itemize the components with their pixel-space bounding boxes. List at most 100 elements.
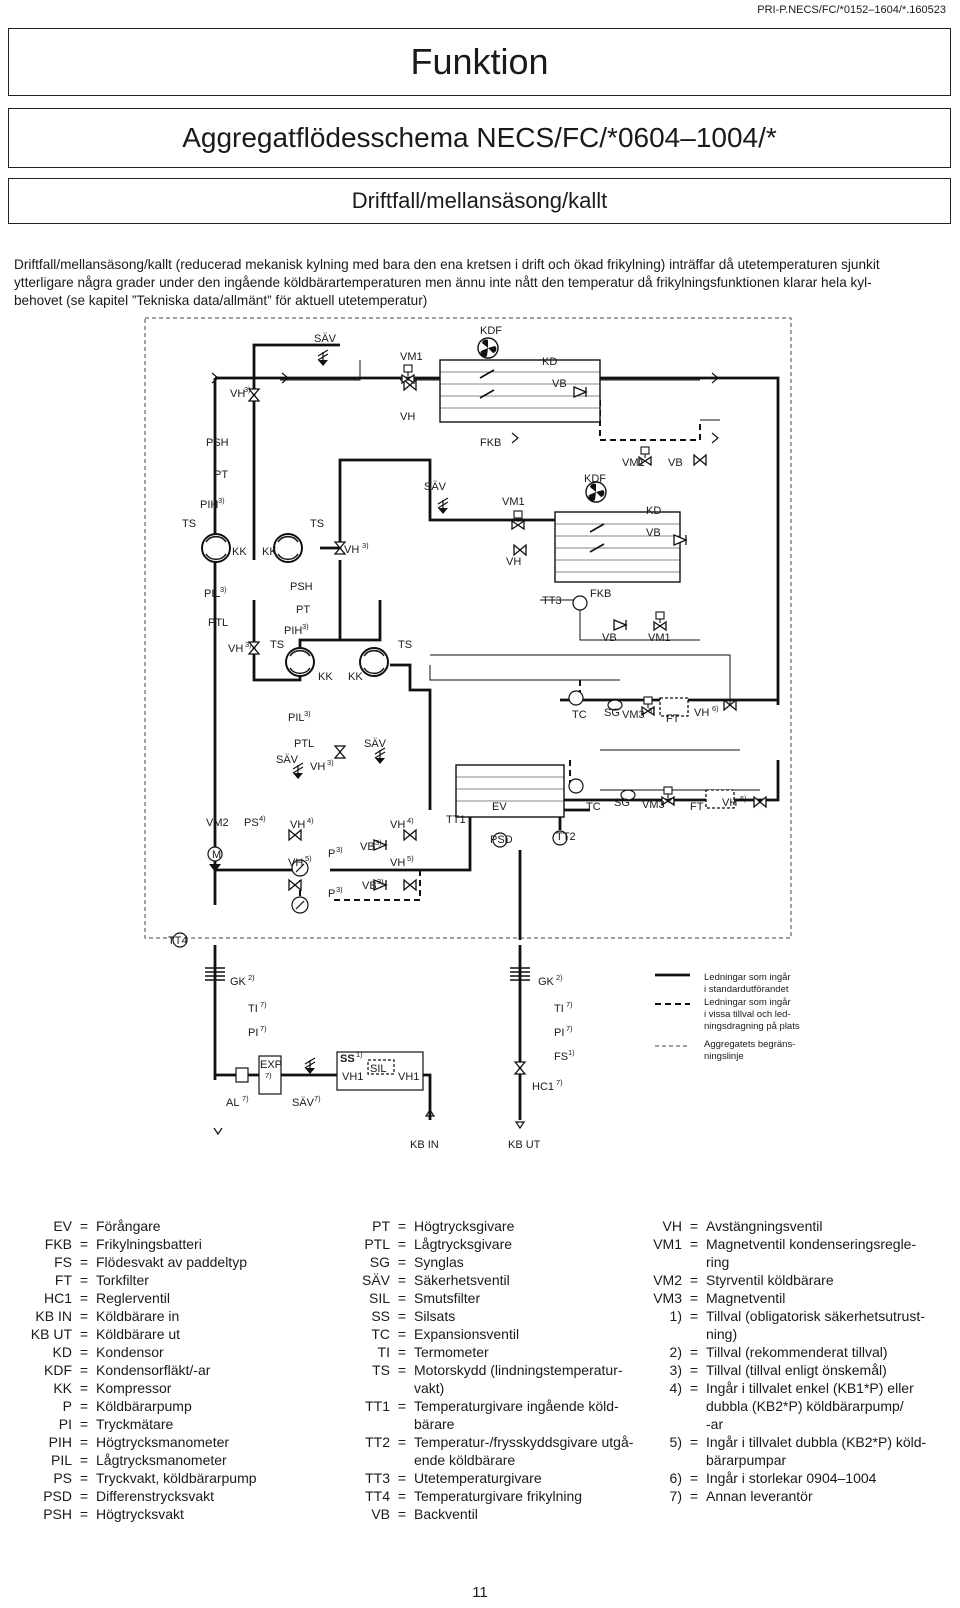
safety-valve-icon bbox=[304, 1057, 316, 1075]
glossary-row: PIH=Högtrycksmanometer bbox=[10, 1433, 316, 1451]
label-vh: VH bbox=[290, 819, 305, 831]
label-gk: GK bbox=[538, 976, 555, 988]
note-1: 1) bbox=[568, 1048, 575, 1057]
glossary-row: TC=Expansionsventil bbox=[330, 1325, 654, 1343]
glossary-desc: -ar bbox=[706, 1416, 724, 1432]
glossary-row: PIL=Lågtrycksmanometer bbox=[10, 1451, 316, 1469]
glossary-equals: = bbox=[689, 1380, 699, 1396]
label-ti: TI bbox=[248, 1003, 258, 1015]
glossary-equals: = bbox=[689, 1344, 699, 1360]
flow-arrows bbox=[211, 372, 719, 1136]
glossary-code: VM3 bbox=[653, 1290, 682, 1306]
air-vent-icon bbox=[235, 1067, 249, 1083]
glossary-desc: Expansionsventil bbox=[414, 1326, 520, 1342]
glossary-code: VH bbox=[662, 1218, 682, 1234]
glossary-desc: Synglas bbox=[414, 1254, 464, 1270]
glossary-code bbox=[640, 1253, 682, 1271]
page-subtitle: Aggregatflödesschema NECS/FC/*0604–1004/… bbox=[8, 108, 951, 168]
safety-valve-icon bbox=[317, 349, 329, 367]
label-sav: SÄV bbox=[424, 481, 447, 493]
label-ft: FT bbox=[666, 713, 680, 725]
label-pih: PIH bbox=[284, 625, 302, 637]
glossary-row: SG=Synglas bbox=[330, 1253, 654, 1271]
glossary-code: FS bbox=[54, 1254, 72, 1270]
glossary-equals: = bbox=[79, 1344, 89, 1360]
glossary-desc: bärarpumpar bbox=[706, 1452, 787, 1468]
glossary-row: PTL=Lågtrycksgivare bbox=[330, 1235, 654, 1253]
compressor-icon bbox=[201, 533, 231, 563]
document-reference: PRI-P.NECS/FC/*0152–1604/*.160523 bbox=[757, 4, 946, 16]
glossary-code: 1) bbox=[669, 1308, 682, 1324]
glossary-row: 7)=Annan leverantör bbox=[640, 1487, 956, 1505]
glossary-equals: = bbox=[689, 1488, 699, 1504]
glossary-equals: = bbox=[689, 1236, 699, 1252]
glossary-code: PI bbox=[58, 1416, 72, 1432]
label-m: M bbox=[212, 849, 221, 861]
label-sav: SÄV bbox=[314, 333, 337, 345]
glossary-equals: = bbox=[79, 1434, 89, 1450]
glossary-code: EV bbox=[53, 1218, 72, 1234]
glossary-code: KK bbox=[53, 1380, 72, 1396]
glossary-code bbox=[640, 1325, 682, 1343]
glossary-equals: = bbox=[79, 1290, 89, 1306]
label-vh: VH bbox=[506, 556, 521, 568]
glossary-desc: Magnetventil bbox=[706, 1290, 786, 1306]
label-pt: PT bbox=[296, 604, 310, 616]
glossary-equals: = bbox=[397, 1488, 407, 1504]
label-vh: VH bbox=[390, 857, 405, 869]
label-vm1: VM1 bbox=[648, 632, 671, 644]
note-3: 3) bbox=[218, 496, 225, 505]
glossary-row: SÄV=Säkerhetsventil bbox=[330, 1271, 654, 1289]
note-2: 2) bbox=[668, 796, 675, 805]
glossary-desc: ende köldbärare bbox=[414, 1452, 516, 1468]
glossary-desc: Köldbärarpump bbox=[96, 1398, 192, 1414]
glossary-desc: Annan leverantör bbox=[706, 1488, 813, 1504]
glossary-code: TT4 bbox=[365, 1488, 390, 1504]
glossary-row: TT1=Temperaturgivare ingående köld- bbox=[330, 1397, 654, 1415]
glossary-equals: = bbox=[397, 1470, 407, 1486]
glossary-equals: = bbox=[79, 1488, 89, 1504]
evaporator bbox=[455, 764, 565, 818]
label-sav: SÄV bbox=[364, 738, 387, 750]
glossary-row: TT2=Temperatur-/frysskyddsgivare utgå- bbox=[330, 1433, 654, 1451]
note-3: 3) bbox=[375, 838, 382, 847]
glossary-desc: Backventil bbox=[414, 1506, 478, 1522]
glossary-code: TT2 bbox=[365, 1434, 390, 1450]
label-sil: SIL bbox=[370, 1063, 387, 1075]
glossary-code: KB IN bbox=[35, 1308, 72, 1324]
glossary-row: TS=Motorskydd (lindningstemperatur- bbox=[330, 1361, 654, 1379]
glossary-desc: Magnetventil kondenseringsregle- bbox=[706, 1236, 917, 1252]
label-vm1: VM1 bbox=[502, 496, 525, 508]
label-ti: TI bbox=[554, 1003, 564, 1015]
glossary-desc: Temperaturgivare ingående köld- bbox=[414, 1398, 619, 1414]
glossary-equals: = bbox=[79, 1506, 89, 1522]
sight-glass-icon bbox=[607, 699, 636, 801]
note-3: 3) bbox=[304, 709, 311, 718]
glossary-equals bbox=[390, 1451, 414, 1469]
glossary-desc: Differenstrycksvakt bbox=[96, 1488, 214, 1504]
glossary-code: 5) bbox=[669, 1434, 682, 1450]
label-kk: KK bbox=[318, 671, 333, 683]
glossary-equals bbox=[682, 1415, 706, 1433]
glossary-desc: Avstängningsventil bbox=[706, 1218, 823, 1234]
note-7: 7) bbox=[556, 1078, 563, 1087]
glossary-desc: bärare bbox=[414, 1416, 455, 1432]
label-psh: PSH bbox=[206, 437, 229, 449]
glossary-code: PSH bbox=[43, 1506, 72, 1522]
label-psd: PSD bbox=[490, 834, 513, 846]
glossary-code: PS bbox=[53, 1470, 72, 1486]
glossary-row: VH=Avstängningsventil bbox=[640, 1217, 956, 1235]
label-vh: VH bbox=[344, 544, 359, 556]
glossary-desc: Lågtrycksgivare bbox=[414, 1236, 513, 1252]
label-tt1: TT1 bbox=[446, 814, 466, 826]
intro-line: behovet (se kapitel ”Tekniska data/allmä… bbox=[14, 293, 428, 308]
condenser-coil-bottom bbox=[554, 511, 681, 583]
intro-line: ytterligare några grader under den ingåe… bbox=[14, 275, 872, 290]
label-vm3: VM3 bbox=[642, 799, 665, 811]
legend-dashed-line-2: i vissa tillval och led- bbox=[704, 1009, 791, 1020]
glossary-code: TS bbox=[372, 1362, 390, 1378]
label-vm3: VM3 bbox=[622, 709, 645, 721]
glossary-row: 3)=Tillval (tillval enligt önskemål) bbox=[640, 1361, 956, 1379]
glossary-row: dubbla (KB2*P) köldbärarpump/ bbox=[640, 1397, 956, 1415]
glossary-row: VM1=Magnetventil kondenseringsregle- bbox=[640, 1235, 956, 1253]
